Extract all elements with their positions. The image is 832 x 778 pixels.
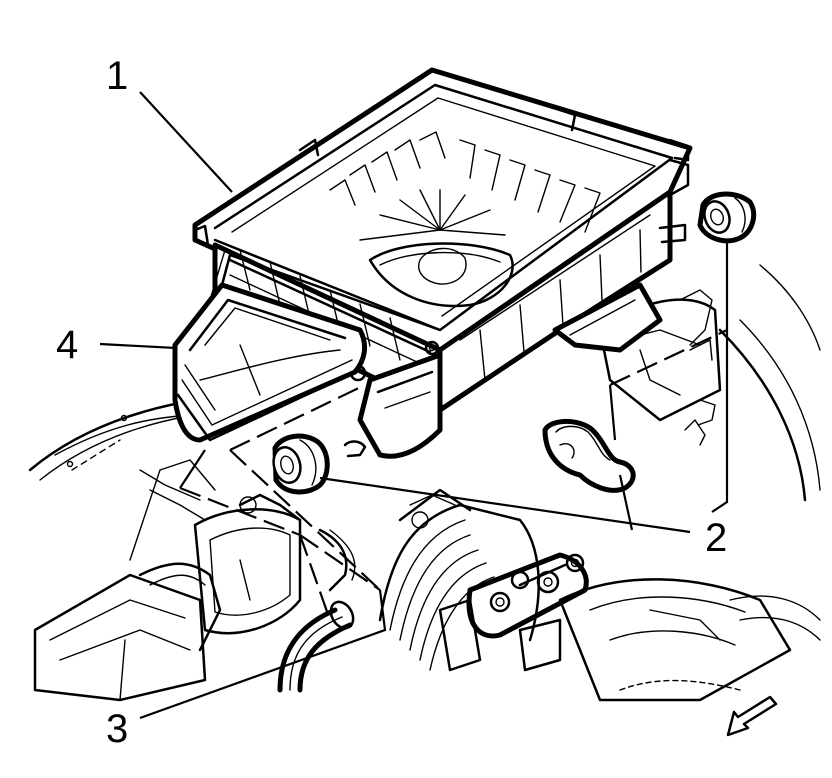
callout-4-label: 4 <box>56 323 78 367</box>
air-cleaner-lower-housing <box>192 67 693 459</box>
callout-3-label: 3 <box>106 707 128 751</box>
hose-clamp <box>542 419 636 493</box>
air-outlet-duct <box>172 249 442 443</box>
callout-leaders <box>99 91 729 720</box>
callout-1-label: 1 <box>106 54 128 98</box>
grommet-lower <box>272 433 330 495</box>
callout-2-label: 2 <box>705 516 727 560</box>
grommet-upper <box>697 191 757 244</box>
front-direction-arrow-icon <box>726 695 778 737</box>
engine-bay-background <box>28 264 821 702</box>
